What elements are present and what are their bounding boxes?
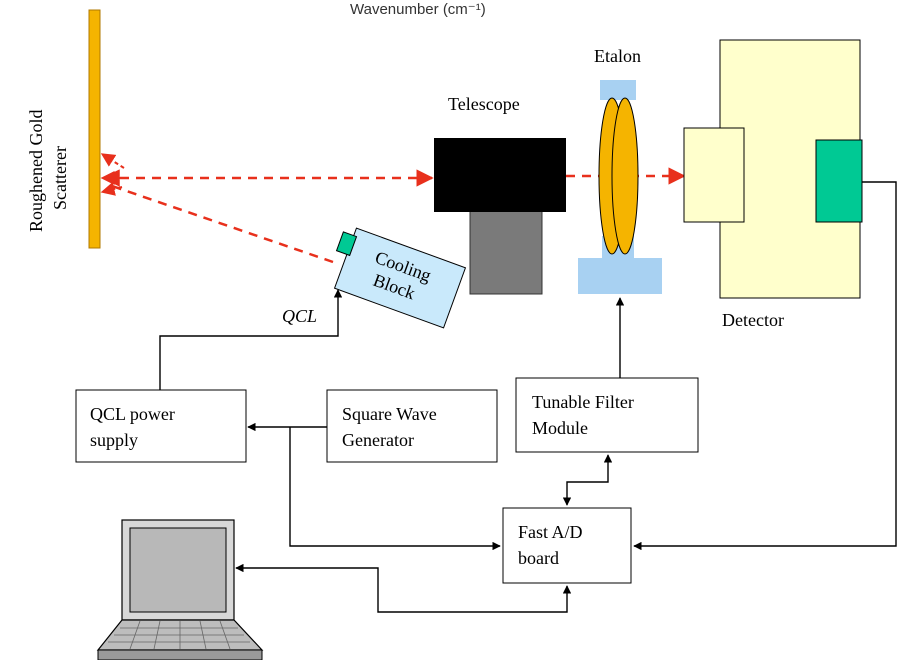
qcl-chip <box>335 231 358 257</box>
qcl-power-line1: QCL power <box>90 404 175 424</box>
etalon-plate-2 <box>611 97 639 255</box>
detector-label: Detector <box>722 310 784 330</box>
detector-front-window <box>683 127 745 223</box>
cooling-block-group: Cooling Block <box>333 227 467 329</box>
wavenumber-caption: Wavenumber (cm⁻¹) <box>350 1 486 18</box>
telescope-base <box>469 209 543 295</box>
etalon-bottom-base <box>578 258 662 294</box>
square-wave-generator-box <box>326 389 498 463</box>
cooling-block <box>333 227 467 329</box>
qcl-power-supply-box <box>75 389 247 463</box>
qcl-power-line2: supply <box>90 430 138 450</box>
wire-ad-filter <box>562 454 613 506</box>
wire-detector-to-ad <box>633 181 897 551</box>
square-wave-line2: Generator <box>342 430 414 450</box>
gold-scatterer-plate <box>88 9 101 249</box>
laptop-base <box>97 649 263 661</box>
etalon-top-mount <box>600 80 636 100</box>
tunable-line2: Module <box>532 418 588 438</box>
laptop-screen <box>129 527 227 613</box>
telescope-label: Telescope <box>448 94 520 114</box>
wire-laptop-ad <box>235 563 572 613</box>
fast-ad-board-box <box>502 507 632 584</box>
square-wave-line1: Square Wave <box>342 404 437 424</box>
tunable-filter-module-box <box>515 377 699 453</box>
laptop-icon <box>96 519 264 661</box>
fast-ad-line2: board <box>518 548 559 568</box>
scatterer-label-line1: Roughened Gold <box>26 110 46 232</box>
wire-power-to-qcl <box>159 289 343 390</box>
etalon-label: Etalon <box>594 46 641 66</box>
fast-ad-line1: Fast A/D <box>518 522 583 542</box>
laptop-keys <box>108 620 250 650</box>
scatterer-label-line2: Scatterer <box>50 146 70 210</box>
wiring <box>159 181 897 613</box>
wire-squarewave-to-ad <box>289 427 501 551</box>
tunable-line1: Tunable Filter <box>532 392 634 412</box>
detector-element <box>815 139 863 223</box>
beam-from-qcl <box>111 184 334 264</box>
qcl-label: QCL <box>282 306 317 326</box>
scatter-ray-2 <box>100 153 125 169</box>
telescope-body <box>434 138 566 212</box>
